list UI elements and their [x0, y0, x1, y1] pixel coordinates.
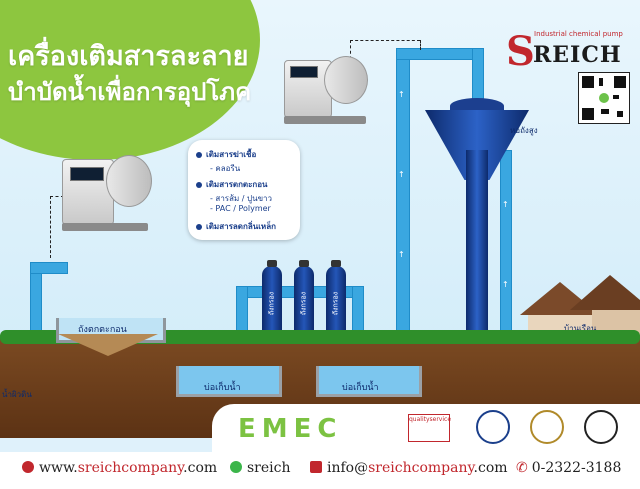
dosing-line-left-h	[50, 196, 64, 197]
dosing-pump-left	[62, 155, 162, 235]
line-contact[interactable]: sreich	[230, 460, 291, 476]
pipe-top-run	[396, 48, 484, 60]
chemical-item-2-sub-2: - PAC / Polymer	[210, 204, 271, 213]
phone-contact[interactable]: ✆0-2322-3188	[516, 460, 622, 476]
flow-arrow-icon: ↑	[502, 200, 509, 209]
brand-letter: S	[506, 28, 535, 75]
qr-code-icon	[578, 72, 630, 124]
flow-arrow-icon: ↑	[398, 170, 405, 179]
dosing-line-right-down	[420, 40, 421, 50]
chemical-item-1-heading: เติมสารฆ่าเชื้อ	[196, 148, 256, 161]
sreich-logo: S Industrial chemical pump REICH	[506, 26, 623, 75]
storage-pond-2-label: บ่อเก็บน้ำ	[342, 383, 379, 393]
flow-arrow-icon: ↑	[398, 250, 405, 259]
certification-seal-icon	[530, 410, 564, 444]
contact-footer: www.sreichcompany.com sreich info@sreich…	[0, 452, 640, 489]
raw-water-label: น้ำผิวดิน	[2, 390, 32, 399]
water-tower-label: หอถังสูง	[510, 126, 538, 135]
email-link[interactable]: info@sreichcompany.com	[310, 460, 508, 476]
certification-badge-icon	[476, 410, 510, 444]
pipe-intake-top	[30, 262, 68, 274]
houses-label: บ้านเรือน	[564, 324, 597, 333]
dosing-pump-right	[284, 56, 384, 132]
mail-icon	[310, 461, 322, 473]
chemical-item-3-heading: เติมสารลดกลิ่นเหล็ก	[196, 220, 276, 233]
website-link[interactable]: www.sreichcompany.com	[22, 460, 217, 476]
filter-tank-3: ถังกรอง	[326, 260, 346, 348]
filter-tank-2: ถังกรอง	[294, 260, 314, 348]
filter-tank-1: ถังกรอง	[262, 260, 282, 348]
chemical-item-2-sub-1: - สารส้ม / ปูนขาว	[210, 194, 273, 203]
line-app-icon	[230, 461, 242, 473]
storage-pond-1-label: บ่อเก็บน้ำ	[204, 383, 241, 393]
partner-logo-strip: EMEC qualityservice	[212, 404, 640, 452]
emec-logo: EMEC	[238, 414, 343, 444]
chemical-item-1-sub-1: - คลอรีน	[210, 164, 241, 173]
ul-listed-icon	[584, 410, 618, 444]
globe-icon	[22, 461, 34, 473]
brand-name: REICH	[533, 42, 622, 68]
filter-tank-3-label: ถังกรอง	[331, 291, 340, 316]
storage-pond-2	[316, 366, 422, 397]
storage-pond-1	[176, 366, 282, 397]
dosing-line-right	[350, 40, 420, 41]
phone-icon: ✆	[516, 460, 528, 476]
quality-service-logo: qualityservice	[408, 414, 451, 442]
dosing-line-left	[50, 196, 51, 258]
headline-line-1: เครื่องเติมสารละลาย	[8, 41, 249, 72]
sedimentation-tank-label: ถังตกตะกอน	[78, 325, 127, 335]
headline-line-2: บำบัดน้ำเพื่อการอุปโภค	[8, 78, 252, 106]
brand-tagline: Industrial chemical pump	[534, 30, 623, 38]
water-tower-stem	[466, 150, 488, 370]
flow-arrow-icon: ↑	[502, 280, 509, 289]
dosing-line-right-v	[350, 40, 351, 70]
filter-tank-2-label: ถังกรอง	[299, 291, 308, 316]
filter-tank-1-label: ถังกรอง	[267, 291, 276, 316]
chemical-list-callout: เติมสารฆ่าเชื้อ - คลอรีน เติมสารตกตะกอน …	[188, 140, 300, 240]
flow-arrow-icon: ↑	[398, 90, 405, 99]
chemical-item-2-heading: เติมสารตกตะกอน	[196, 178, 268, 191]
